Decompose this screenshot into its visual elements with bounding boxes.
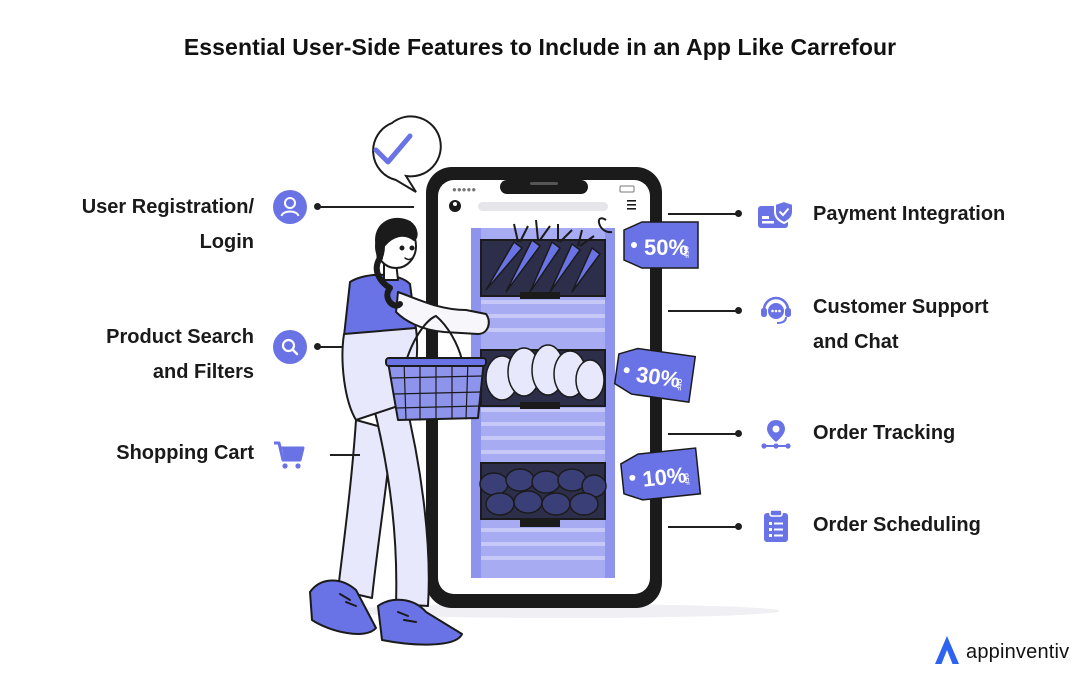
connector-line: [668, 526, 738, 528]
cart-icon: [272, 438, 306, 472]
feature-payment-integration: Payment Integration: [813, 197, 1053, 232]
svg-text:●●●●●: ●●●●●: [452, 185, 476, 194]
user-icon: [273, 190, 307, 224]
discount-tag-10: 10% OFF: [620, 447, 702, 501]
connector-dot: [314, 203, 321, 210]
connector-dot: [314, 343, 321, 350]
appinventiv-logo-icon: [934, 635, 960, 670]
feature-customer-support-line1: Customer Support: [813, 296, 989, 318]
feature-shopping-cart-line1: Shopping Cart: [116, 442, 254, 464]
tag-10-value: 10%: [641, 462, 687, 491]
discount-tag-30: 30% OFF: [613, 347, 697, 403]
feature-customer-support-line2: and Chat: [813, 331, 899, 353]
feature-product-search-line2: and Filters: [152, 361, 254, 383]
tag-30-value: 30%: [635, 362, 682, 393]
connector-dot: [735, 523, 742, 530]
feature-order-tracking-line1: Order Tracking: [813, 422, 956, 444]
search-icon: [273, 330, 307, 364]
tag-50-suffix: OFF: [682, 246, 688, 258]
brand-name: appinventiv: [966, 640, 1070, 663]
carrots: [485, 238, 602, 293]
location-pin-icon: [760, 418, 792, 450]
connector-line: [668, 433, 738, 435]
feature-shopping-cart: Shopping Cart: [40, 436, 254, 471]
tag-10-suffix: OFF: [682, 473, 689, 486]
payment-icon: [757, 199, 795, 231]
connector-line: [668, 310, 738, 312]
connector-line: [330, 454, 360, 456]
leafy-greens: [485, 344, 605, 401]
feature-user-registration-line2: Login: [199, 231, 254, 253]
berries: [479, 468, 607, 516]
connector-dot: [735, 307, 742, 314]
feature-product-search: Product Search and Filters: [40, 320, 254, 390]
connector-line: [318, 206, 414, 208]
page-title: Essential User-Side Features to Include …: [183, 34, 897, 60]
discount-tag-50: 50% OFF: [597, 217, 699, 269]
tag-30-suffix: OFF: [674, 378, 682, 391]
feature-payment-integration-line1: Payment Integration: [813, 203, 1006, 225]
connector-line: [318, 346, 342, 348]
feature-customer-support: Customer Support and Chat: [813, 290, 1053, 360]
feature-order-scheduling-line1: Order Scheduling: [813, 514, 981, 536]
tag-50-value: 50%: [644, 235, 688, 260]
feature-order-tracking: Order Tracking: [813, 416, 1053, 451]
feature-user-registration: User Registration/ Login: [40, 190, 254, 260]
feature-user-registration-line1: User Registration/: [81, 196, 254, 218]
clipboard-icon: [762, 509, 790, 543]
shopper-figure: [309, 217, 490, 646]
connector-dot: [735, 430, 742, 437]
support-chat-icon: [759, 293, 793, 327]
check-bubble-icon: [372, 115, 442, 193]
feature-order-scheduling: Order Scheduling: [813, 508, 1053, 543]
shelf: [471, 219, 615, 578]
feature-product-search-line1: Product Search: [106, 326, 254, 348]
connector-line: [668, 213, 738, 215]
brand: appinventiv: [934, 635, 1070, 670]
connector-dot: [735, 210, 742, 217]
